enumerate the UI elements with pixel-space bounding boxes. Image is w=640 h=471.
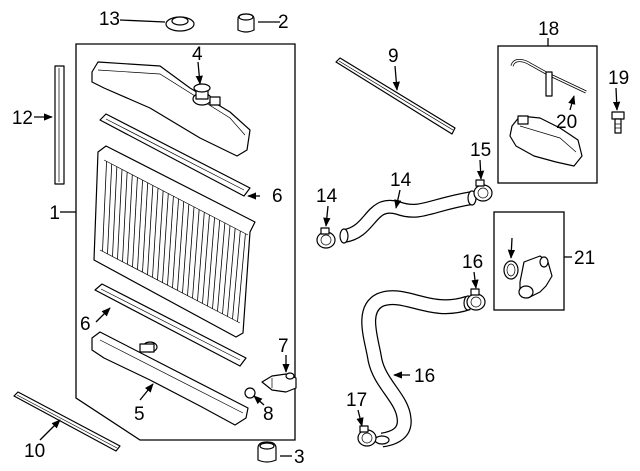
gasket-part-21	[503, 260, 519, 280]
bolt-part-18	[611, 111, 625, 134]
leader-lines	[34, 19, 621, 457]
upper-cushion-part-2	[237, 13, 255, 33]
reservoir-group-box-part-17	[497, 45, 598, 184]
radiator-fin	[127, 174, 133, 265]
radiator-fin	[142, 182, 149, 273]
callout-12: 13	[99, 9, 120, 30]
callout-labels: 13 2 4 12 6 1 6 7 5 8 10 3 9 14 14 15 16…	[12, 9, 629, 468]
clamp-part-14-right	[473, 179, 493, 202]
callout-11: 12	[12, 108, 33, 129]
o-ring-part-8	[244, 387, 256, 399]
radiator-fin	[172, 198, 179, 288]
callout-1: 1	[49, 203, 60, 224]
callout-17: 18	[538, 19, 559, 40]
side-seal-part-11	[54, 65, 65, 185]
radiator-fin	[237, 233, 246, 322]
radiator-fin	[212, 220, 221, 309]
callout-13: 14	[390, 170, 412, 191]
radiator-fin	[147, 185, 154, 275]
radiator-fin	[202, 214, 210, 304]
radiator-fin	[187, 206, 195, 296]
lower-tank-part-5	[91, 331, 249, 426]
reservoir-tank	[509, 115, 583, 167]
callout-9: 9	[388, 46, 399, 67]
radiator-group-frame	[75, 43, 296, 441]
radiator-fin	[192, 209, 200, 299]
clamp-part-16-lower	[357, 425, 377, 447]
callout-14-right: 15	[470, 140, 491, 161]
radiator-fin	[177, 201, 185, 291]
radiator-fin	[162, 193, 169, 283]
callout-16-lower: 17	[346, 390, 367, 411]
lower-seal-part-10	[13, 391, 121, 452]
radiator-fin	[137, 180, 143, 270]
radiator-fin	[232, 230, 241, 320]
callout-4: 4	[192, 44, 203, 65]
callout-14-left: 14	[316, 186, 338, 207]
drain-cock-part-7	[261, 372, 297, 393]
radiator-fin	[167, 196, 174, 286]
callout-2: 2	[278, 12, 289, 33]
upper-hose-part-13	[339, 190, 477, 244]
radiator-core-part-1	[93, 145, 256, 338]
inlet-group-box-part-20	[493, 211, 565, 311]
callout-19: 20	[556, 112, 577, 133]
upper-seal-part-9	[335, 57, 456, 135]
radiator-fin	[197, 212, 205, 301]
radiator-fin	[117, 169, 123, 260]
callout-3: 3	[294, 447, 305, 468]
callout-10: 10	[24, 441, 45, 462]
radiator-fin	[112, 166, 118, 257]
callout-7: 7	[278, 336, 289, 357]
radiator-fin	[182, 204, 190, 294]
radiator-fin	[222, 225, 231, 314]
lower-hose-part-15	[361, 290, 473, 448]
clamp-part-16-upper	[466, 288, 486, 311]
overflow-tube-part-19	[510, 59, 587, 97]
radiator-cap-part-12	[165, 16, 195, 32]
callout-8: 8	[263, 404, 274, 425]
callout-6-upper: 6	[272, 186, 283, 207]
radiator-fin	[157, 190, 164, 281]
callout-18: 19	[608, 68, 629, 89]
callout-20: 21	[574, 248, 595, 269]
callout-6-lower: 6	[80, 314, 91, 335]
callout-16-upper: 16	[462, 252, 483, 273]
radiator-fin	[207, 217, 215, 307]
radiator-fin	[122, 172, 128, 262]
lower-cushion-part-3	[257, 441, 277, 463]
radiator-fin	[132, 177, 138, 267]
radiator-fin	[152, 188, 159, 278]
callout-5: 5	[134, 404, 145, 425]
radiator-fin	[217, 222, 226, 312]
radiator-fin	[227, 228, 236, 317]
upper-tank-part-4	[91, 61, 251, 157]
radiator-fin	[107, 163, 113, 254]
callout-15: 16	[414, 366, 435, 387]
upper-gasket-part-6	[99, 113, 251, 197]
water-inlet	[518, 255, 553, 299]
lower-gasket-part-6	[94, 283, 247, 367]
radiator-fin	[102, 161, 107, 252]
clamp-part-14-left	[316, 227, 336, 249]
